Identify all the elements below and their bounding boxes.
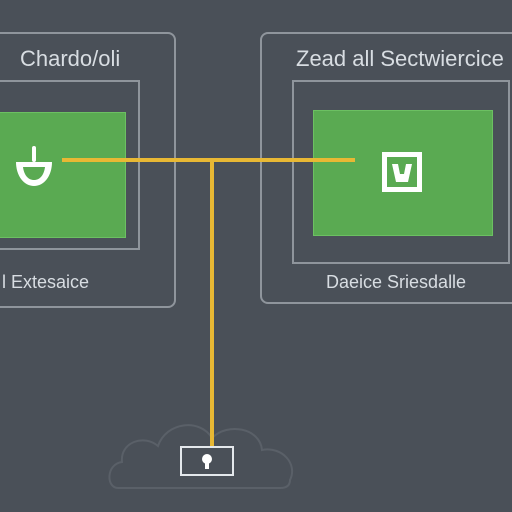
plug-icon	[16, 146, 52, 186]
right-inner-frame	[292, 80, 510, 264]
right-node-caption: Daeice Sriesdalle	[326, 272, 467, 292]
left-panel-title: Chardo/oli	[20, 46, 121, 71]
lock-icon	[202, 454, 212, 469]
connector-vertical	[210, 160, 214, 448]
left-inner-frame	[0, 80, 140, 250]
switch-icon	[382, 152, 422, 192]
right-panel-title: Zead all Sectwiercice	[296, 46, 504, 71]
left-panel	[0, 32, 176, 308]
lock-node[interactable]	[180, 446, 234, 476]
connector-horizontal	[62, 158, 355, 162]
left-node-caption: l Extesaice	[2, 272, 90, 292]
right-panel	[260, 32, 512, 304]
